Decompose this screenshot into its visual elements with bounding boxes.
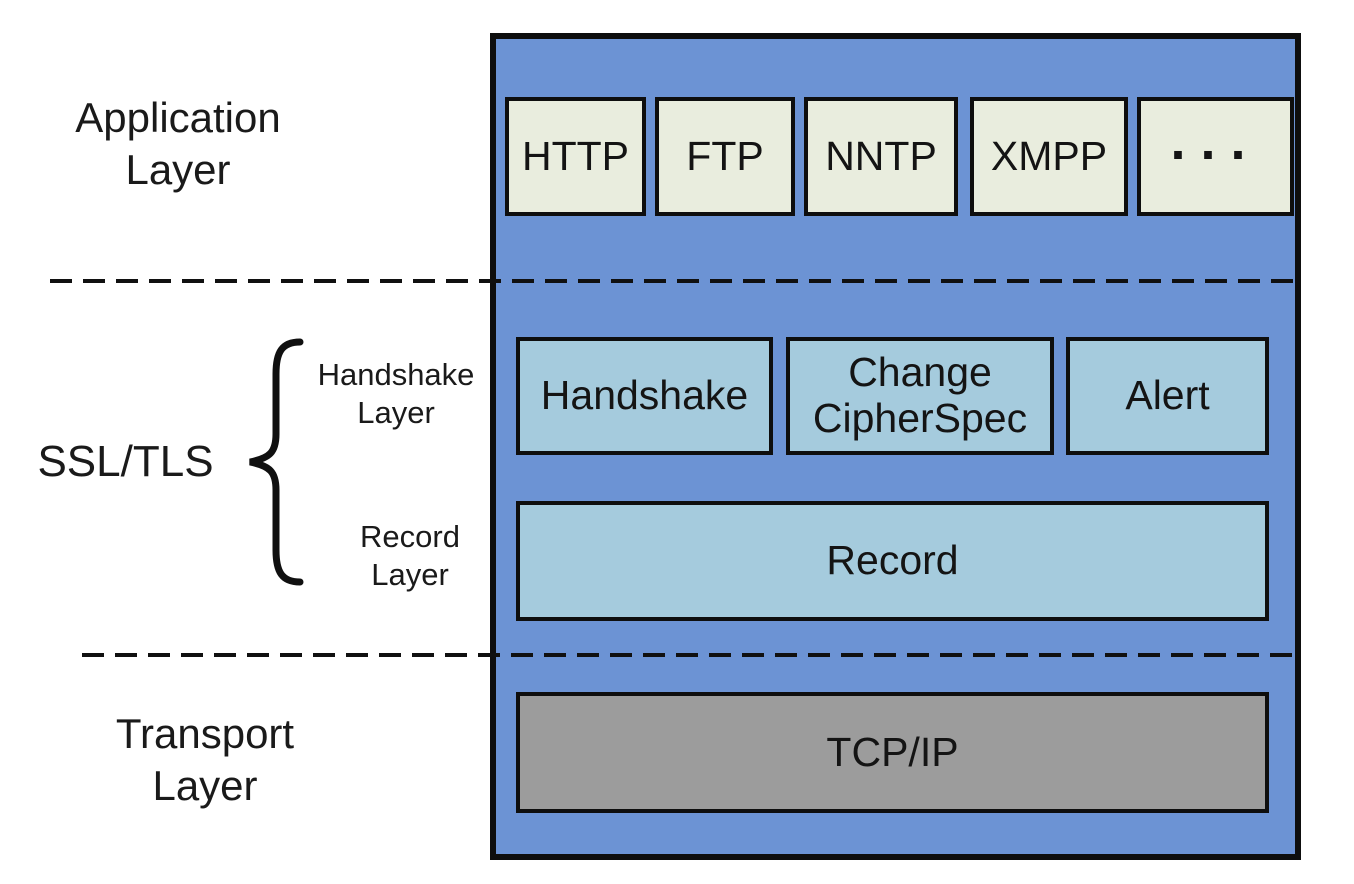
handshake-layer-label: Handshake Layer [317, 357, 475, 431]
application-ssl-divider-line [50, 279, 1297, 283]
transport-layer-label: Transport Layer [115, 710, 295, 809]
nntp-box: NNTP [804, 97, 958, 216]
ssl-transport-divider-line [82, 653, 1297, 657]
ftp-box: FTP [655, 97, 795, 216]
http-box: HTTP [505, 97, 646, 216]
ellipsis-label: ... [1170, 111, 1261, 172]
ssl-tls-brace-icon [249, 338, 304, 586]
xmpp-box: XMPP [970, 97, 1128, 216]
record-box: Record [516, 501, 1269, 621]
tcpip-box: TCP/IP [516, 692, 1269, 813]
ssl-tls-label: SSL/TLS [37, 437, 214, 486]
handshake-box: Handshake [516, 337, 773, 455]
more-protocols-box: ... [1137, 97, 1294, 216]
alert-box: Alert [1066, 337, 1269, 455]
change-cipherspec-box: Change CipherSpec [786, 337, 1054, 455]
application-layer-label: Application Layer [75, 94, 281, 193]
record-layer-label: Record Layer [360, 519, 460, 593]
